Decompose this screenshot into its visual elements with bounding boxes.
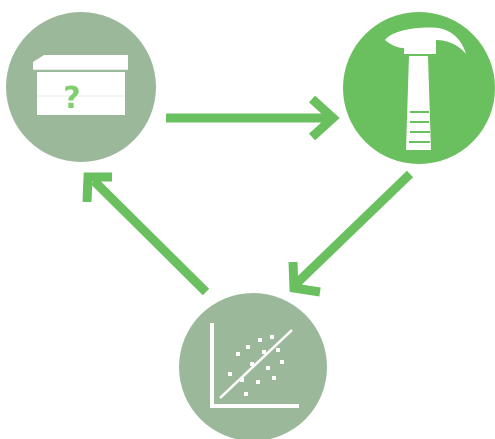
hammer-icon (385, 27, 466, 150)
edge-unknown-box-to-build (166, 95, 340, 141)
edge-evaluate-to-unknown-box (82, 172, 210, 296)
edge-build-to-evaluate (288, 170, 414, 297)
node-evaluate (179, 293, 327, 439)
mystery-box-icon: ? (33, 55, 128, 116)
node-unknown-box: ? (6, 12, 156, 162)
question-mark-label: ? (63, 81, 80, 116)
node-build (343, 12, 495, 164)
scatter-plot-icon (210, 323, 299, 408)
